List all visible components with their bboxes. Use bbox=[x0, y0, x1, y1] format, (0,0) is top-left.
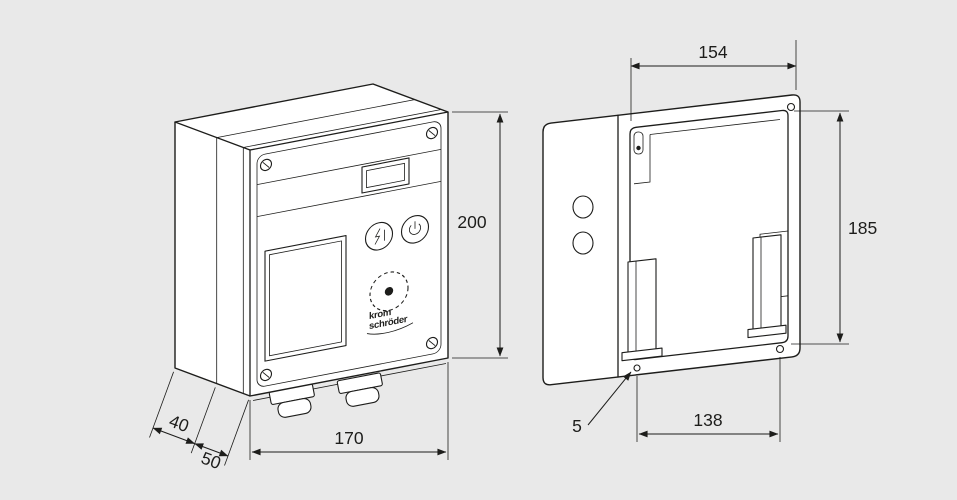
dimension-hole-spacing: 138 bbox=[636, 357, 781, 442]
door-seam-top bbox=[216, 99, 415, 138]
dimension-rear-width: 154 bbox=[630, 40, 797, 121]
viewing-window bbox=[264, 235, 347, 362]
cable-gland-left bbox=[268, 383, 315, 418]
dim-hole-spacing-label: 138 bbox=[693, 410, 722, 430]
dim-width-label: 170 bbox=[334, 428, 363, 448]
dim-rear-width-label: 154 bbox=[698, 42, 727, 62]
screw-icon bbox=[425, 336, 439, 350]
knockout-hole-icon bbox=[572, 231, 594, 255]
dim-depth-door-label: 40 bbox=[166, 411, 191, 437]
post-foot bbox=[747, 324, 787, 339]
door-border bbox=[256, 121, 442, 387]
rear-view: 154 185 138 5 bbox=[542, 40, 877, 442]
opening-rim bbox=[629, 109, 789, 361]
mounting-post-right bbox=[747, 234, 787, 339]
dim-edge-offset-label: 5 bbox=[572, 416, 582, 436]
dim-depth-housing-label: 50 bbox=[198, 448, 223, 474]
dimension-edge-offset: 5 bbox=[572, 371, 632, 436]
cable-gland-cap bbox=[345, 387, 380, 407]
door-frame-top bbox=[243, 109, 442, 148]
program-display bbox=[361, 157, 410, 194]
cable-gland-right bbox=[336, 372, 383, 407]
screw-hole-icon bbox=[786, 102, 796, 112]
front-view: krom schröder 200 170 bbox=[149, 83, 508, 474]
dim-rear-height-label: 185 bbox=[848, 218, 877, 238]
back-panel-top-edge bbox=[649, 119, 781, 135]
panel-band-top-line bbox=[257, 148, 441, 186]
dimension-width: 170 bbox=[249, 362, 449, 460]
back-panel-left-step bbox=[633, 134, 651, 185]
knockout-hole-icon bbox=[572, 195, 594, 219]
dimension-height: 200 bbox=[452, 111, 508, 359]
mounting-post-left bbox=[621, 258, 663, 362]
power-icon bbox=[409, 221, 421, 235]
dim-height-label: 200 bbox=[457, 212, 486, 232]
panel-band-bottom-line bbox=[257, 180, 441, 218]
knob-dot bbox=[384, 287, 394, 296]
front-panel: krom schröder bbox=[256, 121, 442, 387]
top-left-edge bbox=[174, 121, 251, 151]
fixing-hole-icon bbox=[633, 364, 641, 372]
dimension-rear-height: 185 bbox=[791, 110, 877, 345]
fixing-hole-icon bbox=[775, 344, 785, 354]
reset-button bbox=[364, 221, 394, 251]
rear-housing-outline bbox=[542, 94, 801, 386]
knob-outline bbox=[369, 271, 409, 312]
front-top-edge bbox=[249, 111, 449, 151]
cable-gland-cap bbox=[277, 398, 312, 418]
post-foot bbox=[621, 347, 663, 362]
power-button bbox=[400, 215, 430, 244]
logo-line1: krom bbox=[369, 307, 391, 322]
dimension-depth: 40 50 bbox=[149, 371, 249, 474]
knob bbox=[369, 271, 409, 312]
mounting-hook bbox=[633, 131, 644, 155]
screw-icon bbox=[259, 158, 273, 172]
logo-wave bbox=[366, 322, 414, 335]
screw-icon bbox=[259, 368, 273, 382]
screw-icon bbox=[425, 126, 439, 140]
reset-icon bbox=[374, 228, 385, 245]
